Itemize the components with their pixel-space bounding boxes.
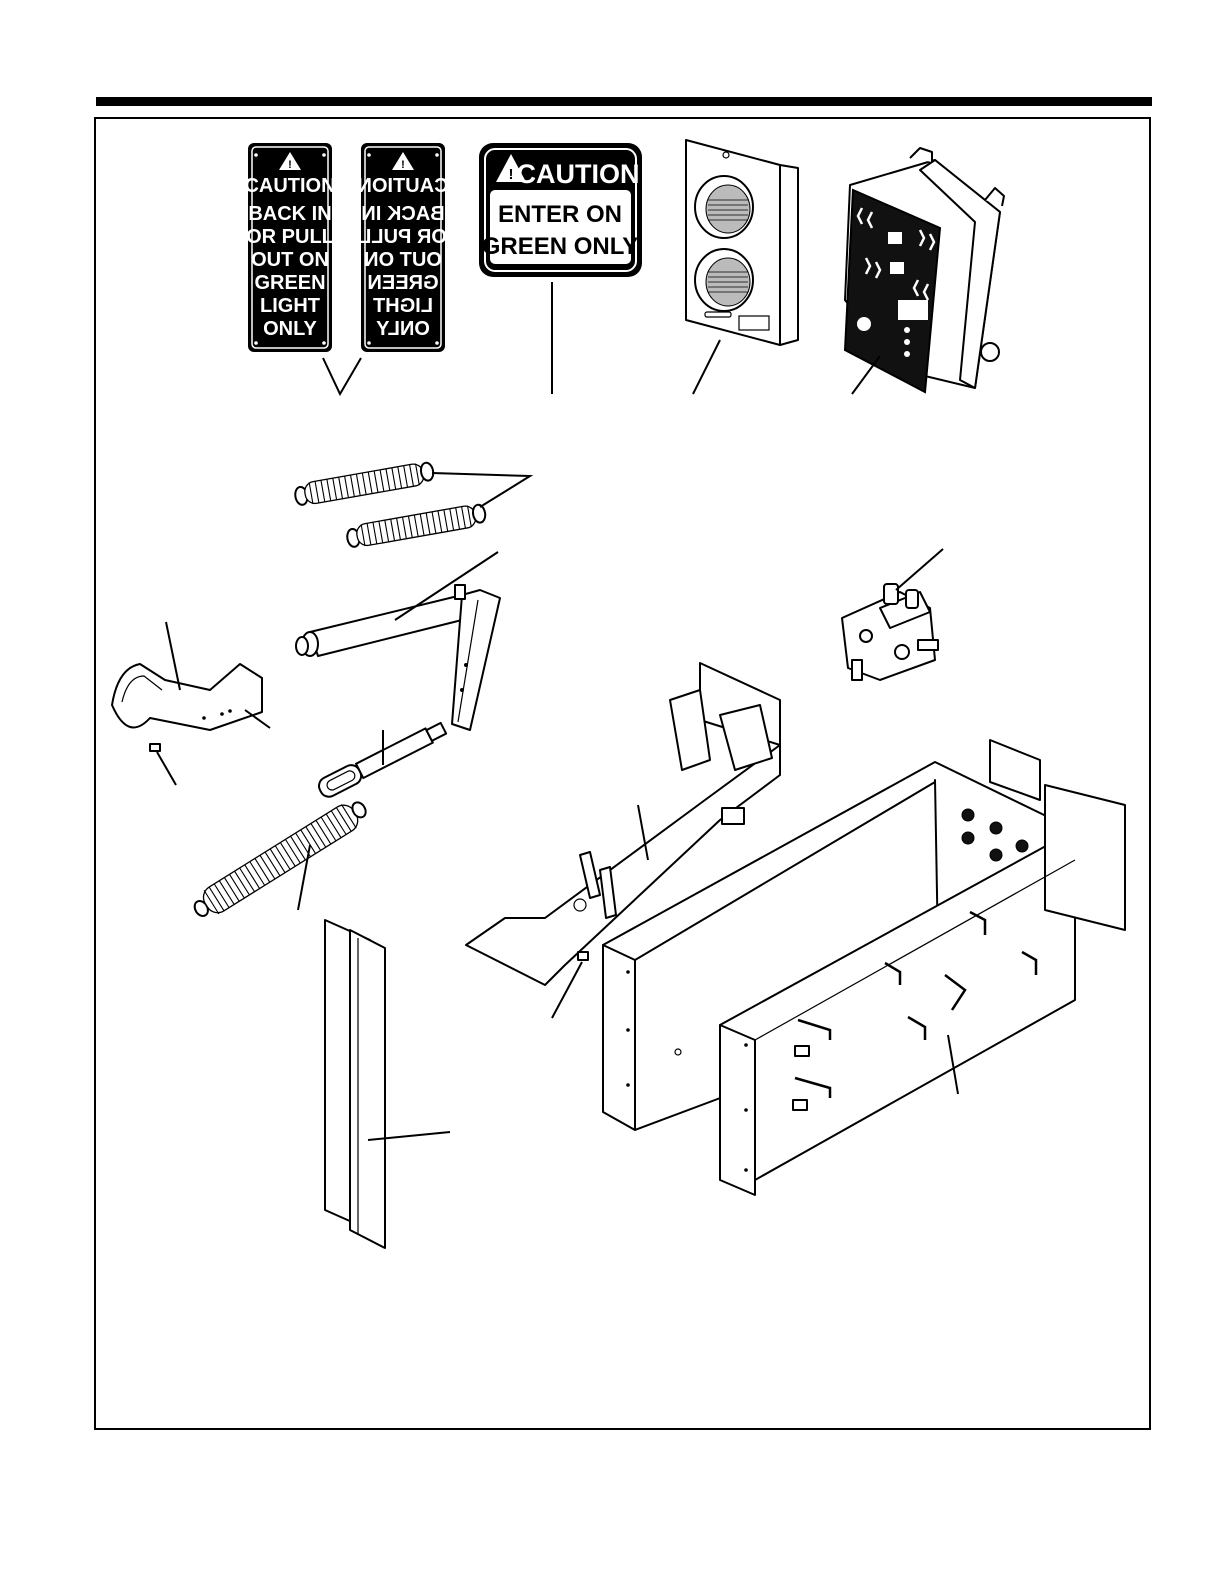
control-box bbox=[845, 148, 1004, 392]
hook-bracket bbox=[112, 622, 270, 785]
sign-a-line-2: BACK IN bbox=[248, 203, 331, 225]
sign-a-mirror-line-7: ONLY bbox=[375, 318, 429, 340]
large-spring bbox=[189, 795, 372, 924]
sign-a-line-7: ONLY bbox=[263, 318, 317, 340]
sign-a-mirror-line-5: GREEN bbox=[367, 272, 438, 294]
pit-housing bbox=[603, 740, 1125, 1195]
springs-pair bbox=[293, 461, 530, 549]
sign-a-line-3: OR PULL bbox=[246, 226, 334, 248]
sign-b-line-1: CAUTION bbox=[517, 159, 640, 189]
caution-sign-back-in-mirrored: ! CAUTION BACK IN OR PULL OUT ON GREEN L… bbox=[357, 143, 448, 352]
caution-sign-enter-on-green: ! CAUTION ENTER ON GREEN ONLY bbox=[479, 143, 642, 277]
sign-a-mirror-line-6: LIGHT bbox=[373, 295, 433, 317]
arm-assembly bbox=[296, 552, 500, 800]
sign-a-mirror-line-4: OUT ON bbox=[364, 249, 442, 271]
traffic-light-unit bbox=[686, 140, 798, 345]
sign-a-mirror-line-3: OR PULL bbox=[359, 226, 447, 248]
sign-a-mirror-line-1: CAUTION bbox=[357, 175, 448, 197]
caution-sign-back-in: ! CAUTION BACK IN OR PULL OUT ON GREEN L… bbox=[244, 143, 335, 352]
sign-b-line-2: ENTER ON bbox=[498, 201, 622, 228]
sign-a-line-1: CAUTION bbox=[244, 175, 335, 197]
bolt-icon bbox=[150, 744, 176, 785]
sign-a-mirror-line-2: BACK IN bbox=[361, 203, 444, 225]
valve-block bbox=[842, 549, 943, 680]
svg-text:!: ! bbox=[288, 159, 292, 171]
sign-a-line-6: LIGHT bbox=[260, 295, 320, 317]
svg-text:!: ! bbox=[401, 159, 405, 171]
sign-a-line-5: GREEN bbox=[254, 272, 325, 294]
vertical-channel bbox=[325, 920, 450, 1248]
sign-b-line-3: GREEN ONLY bbox=[482, 233, 638, 260]
sign-a-line-4: OUT ON bbox=[251, 249, 329, 271]
svg-text:!: ! bbox=[509, 166, 514, 183]
